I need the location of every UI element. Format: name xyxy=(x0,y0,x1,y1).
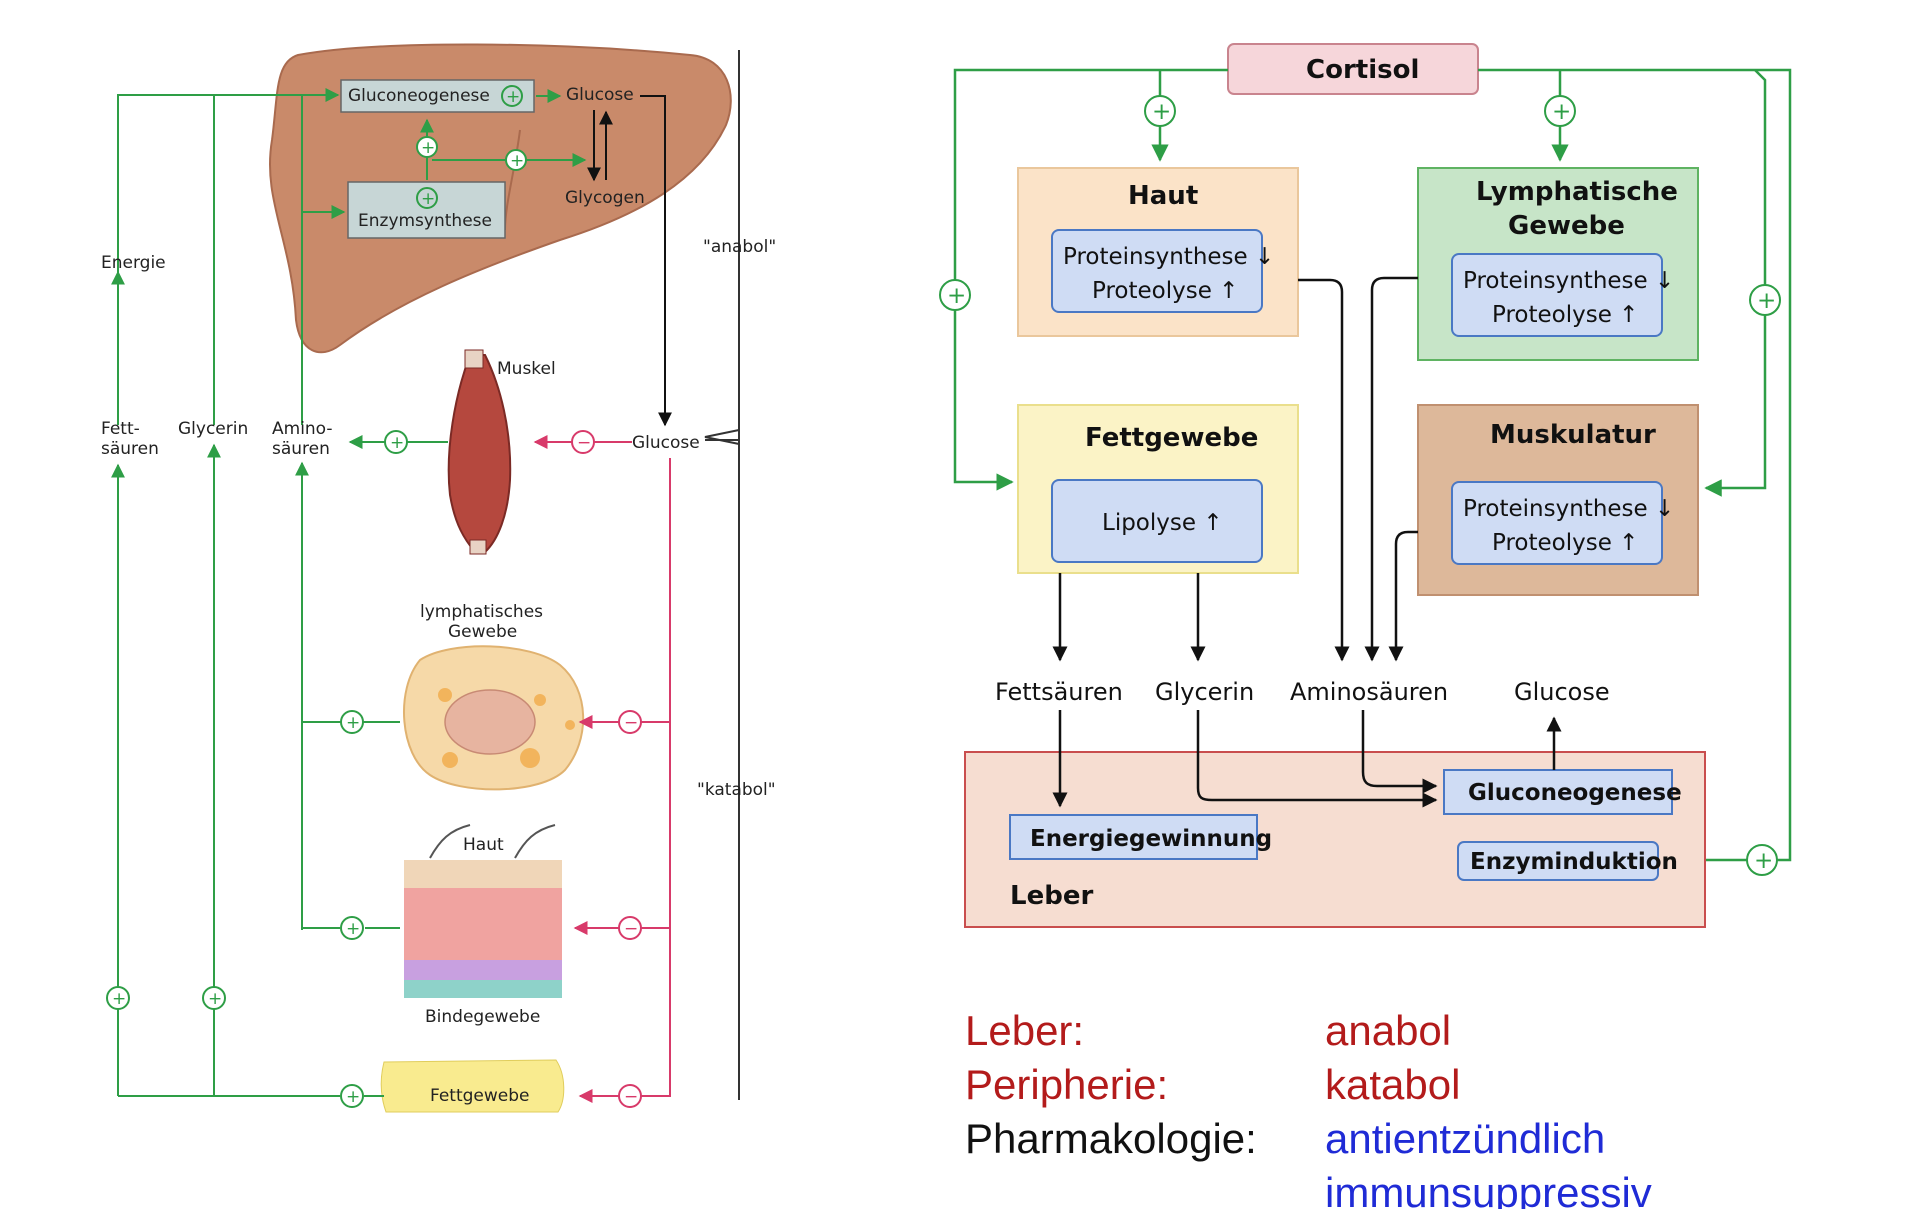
gluconeogenese-right-box xyxy=(1443,769,1673,815)
plus-icon: + xyxy=(421,189,435,209)
haut-label-left: Haut xyxy=(463,835,504,855)
muscle-shape xyxy=(447,354,512,553)
legend-label-0: Leber: xyxy=(965,1007,1084,1054)
gluconeogenese-label: Gluconeogenese xyxy=(348,86,490,106)
fettsaeuren-label: Fettsäuren xyxy=(995,678,1123,706)
fett-title: Fettgewebe xyxy=(1085,423,1258,453)
liver-glucose-label: Glucose xyxy=(566,85,634,105)
svg-text:+: + xyxy=(346,713,360,733)
glycerin-label: Glycerin xyxy=(178,419,248,439)
gluconeogenese-right-label: Gluconeogenese xyxy=(1468,780,1682,806)
plus-icon: + xyxy=(506,87,520,107)
leber-title: Leber xyxy=(1010,881,1093,911)
anabol-label: "anabol" xyxy=(703,237,776,257)
muskel-line1: Proteinsynthese ↓ xyxy=(1463,496,1674,522)
enzyminduktion-box xyxy=(1457,841,1659,881)
lymph-title-2: Gewebe xyxy=(1508,211,1625,241)
lymph-line2: Proteolyse ↑ xyxy=(1492,302,1638,328)
svg-text:+: + xyxy=(1152,99,1171,125)
enzymsynthese-box xyxy=(347,181,506,239)
glycerin-label-right: Glycerin xyxy=(1155,678,1254,706)
fett-line1: Lipolyse ↑ xyxy=(1102,510,1223,536)
right-diagram: Cortisol + + + + + Haut Proteinsynthese … xyxy=(939,43,1792,928)
legend-value-3: immunsuppressiv xyxy=(1325,1169,1652,1209)
svg-text:+: + xyxy=(1754,848,1773,874)
bindegewebe-label: Bindegewebe xyxy=(425,1007,540,1027)
svg-text:−: − xyxy=(624,1087,638,1107)
svg-text:+: + xyxy=(390,433,404,453)
lymph-label-2: Gewebe xyxy=(448,622,517,642)
svg-text:+: + xyxy=(1552,99,1571,125)
svg-text:+: + xyxy=(208,989,222,1009)
glucose-mid-label: Glucose xyxy=(632,433,700,453)
legend-value-0: anabol xyxy=(1325,1007,1451,1054)
fettsaeuren-label-2: säuren xyxy=(101,439,159,459)
svg-text:+: + xyxy=(1757,288,1776,314)
lymph-label-1: lymphatisches xyxy=(420,602,543,622)
energiegewinnung-label: Energiegewinnung xyxy=(1030,826,1272,852)
haut-line1: Proteinsynthese ↓ xyxy=(1063,244,1274,270)
legend-label-1: Peripherie: xyxy=(965,1061,1168,1108)
svg-text:−: − xyxy=(624,713,638,733)
muskel-line2: Proteolyse ↑ xyxy=(1492,530,1638,556)
energie-label: Energie xyxy=(101,253,166,273)
left-diagram: Gluconeogenese + + Enzymsynthese Glucose… xyxy=(101,43,776,1113)
haut-title: Haut xyxy=(1128,181,1198,211)
haut-line2: Proteolyse ↑ xyxy=(1092,278,1238,304)
energiegewinnung-box xyxy=(1009,814,1258,860)
svg-text:+: + xyxy=(510,151,524,171)
svg-text:+: + xyxy=(112,989,126,1009)
fettsaeuren-label-1: Fett- xyxy=(101,419,140,439)
aminosaeuren-label-1: Amino- xyxy=(272,419,333,439)
svg-text:+: + xyxy=(947,283,966,309)
lymph-title-1: Lymphatische xyxy=(1476,177,1678,207)
katabol-label: "katabol" xyxy=(697,780,776,800)
svg-text:+: + xyxy=(346,919,360,939)
enzymsynthese-label: Enzymsynthese xyxy=(358,211,492,231)
glycogen-label: Glycogen xyxy=(565,188,645,208)
cortisol-label: Cortisol xyxy=(1306,55,1419,85)
svg-text:+: + xyxy=(346,1087,360,1107)
legend-label-2: Pharmakologie: xyxy=(965,1115,1257,1162)
skin-bindegewebe xyxy=(404,980,562,998)
enzyminduktion-label: Enzyminduktion xyxy=(1470,849,1678,875)
legend: Leber: anabol Peripherie: katabol Pharma… xyxy=(965,1007,1652,1209)
skin-epidermis xyxy=(404,860,562,888)
glucose-label-right: Glucose xyxy=(1514,678,1610,706)
svg-text:−: − xyxy=(577,433,591,453)
aminosaeuren-label-2: säuren xyxy=(272,439,330,459)
muskel-title: Muskulatur xyxy=(1490,420,1656,450)
fettgewebe-label-left: Fettgewebe xyxy=(430,1086,530,1106)
svg-text:+: + xyxy=(421,138,435,158)
muskel-label: Muskel xyxy=(497,359,556,379)
legend-value-1: katabol xyxy=(1325,1061,1460,1108)
aminosaeuren-label: Aminosäuren xyxy=(1290,678,1448,706)
fettgewebe-shape xyxy=(380,1059,565,1113)
lymph-line1: Proteinsynthese ↓ xyxy=(1463,268,1674,294)
svg-text:−: − xyxy=(624,919,638,939)
legend-value-2: antientzündlich xyxy=(1325,1115,1605,1162)
